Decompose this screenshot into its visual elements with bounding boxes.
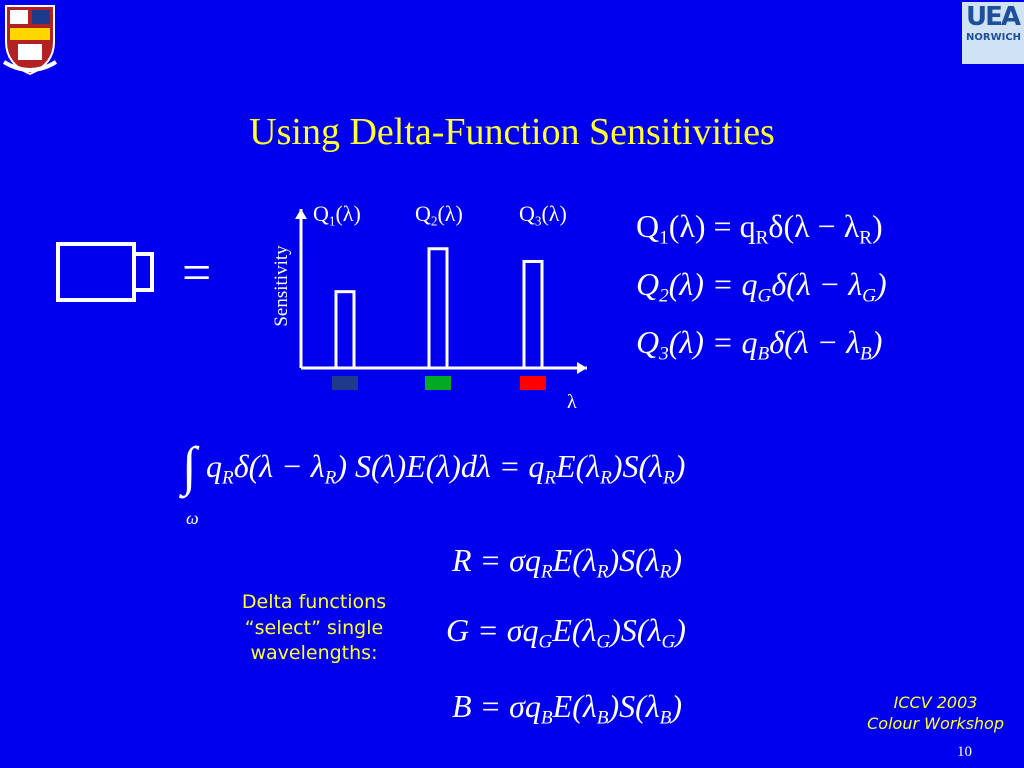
footer-text: ICCV 2003 Colour Workshop <box>867 693 1004 735</box>
equation-integral: qRδ(λ − λR) S(λ)E(λ)dλ = qRE(λR)S(λR) <box>206 448 686 489</box>
note-line-3: wavelengths: <box>250 642 378 665</box>
equation-q1: Q1(λ) = qRδ(λ − λR) <box>636 208 883 249</box>
equation-r: R = σqRE(λR)S(λR) <box>452 542 683 583</box>
footer-line-1: ICCV 2003 <box>893 693 978 712</box>
sensitivity-peak-1 <box>334 290 356 370</box>
color-swatch-1 <box>332 376 358 390</box>
sensitivity-peak-2 <box>427 247 449 370</box>
y-axis-label: Sensitivity <box>271 245 292 327</box>
uea-norwich-logo: UEA NORWICH <box>962 2 1024 64</box>
y-axis-arrow <box>295 209 307 219</box>
note-line-1: Delta functions <box>241 591 387 613</box>
color-swatch-3 <box>520 376 546 390</box>
slide-title: Using Delta-Function Sensitivities <box>249 111 775 153</box>
equation-g: G = σqGE(λG)S(λG) <box>446 612 686 653</box>
x-axis-label: λ <box>567 391 577 413</box>
integral-domain: ω <box>186 508 199 528</box>
peak-label-q1: Q1(λ) <box>313 201 361 229</box>
color-swatch-2 <box>425 376 451 390</box>
x-axis-arrow <box>577 362 587 374</box>
camera-icon <box>56 240 156 309</box>
equals-sign: = <box>182 245 212 302</box>
sensitivity-peak-3 <box>522 259 544 370</box>
university-crest-logo <box>2 2 58 78</box>
note-text: Delta functions “select” single waveleng… <box>205 590 423 667</box>
note-line-2: “select” single <box>244 616 384 639</box>
footer-line-2: Colour Workshop <box>867 713 1004 733</box>
integral-sign: ∫ <box>182 436 197 496</box>
equation-b: B = σqBE(λB)S(λB) <box>452 688 683 729</box>
sensitivity-diagram: Sensitivity λ Q1(λ) Q2(λ) Q3(λ) <box>255 195 600 420</box>
peak-label-q2: Q2(λ) <box>415 201 463 229</box>
equation-q3: Q3(λ) = qBδ(λ − λB) <box>636 324 883 365</box>
peak-label-q3: Q3(λ) <box>519 201 567 229</box>
page-number: 10 <box>957 744 972 760</box>
equation-q2: Q2(λ) = qGδ(λ − λG) <box>636 266 887 307</box>
